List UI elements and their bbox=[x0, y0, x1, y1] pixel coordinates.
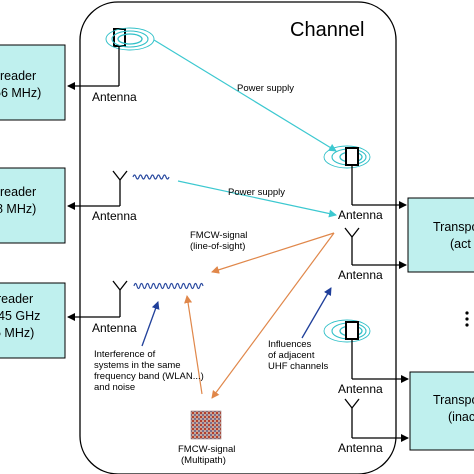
reader-3-line1: reader bbox=[0, 292, 33, 306]
reader-2-line2: 8 MHz) bbox=[0, 202, 36, 216]
antenna-7-label: Antenna bbox=[338, 441, 383, 455]
transponder-1-line1: Transpo bbox=[433, 220, 474, 234]
antenna-5-label: Antenna bbox=[338, 268, 383, 282]
power-supply-arrow-2 bbox=[177, 180, 337, 218]
power-supply-arrow-1 bbox=[153, 39, 337, 152]
adjacent-channel-arrow bbox=[301, 287, 332, 339]
reader-2-line1: reader bbox=[0, 185, 36, 199]
fmcw-multipath-label-2: (Multipath) bbox=[181, 455, 226, 466]
reader-box-2: reader 8 MHz) bbox=[0, 167, 66, 244]
reader-1-line1: reader bbox=[0, 69, 36, 83]
transponder-1-line2: (act bbox=[450, 237, 471, 251]
influences-label-3: UHF channels bbox=[268, 361, 328, 372]
transponder-2-line2: (inac bbox=[448, 410, 474, 424]
fmcw-los-label-2: (line-of-sight) bbox=[190, 241, 245, 252]
power-supply-label-1: Power supply bbox=[237, 83, 294, 94]
antenna-3-icon bbox=[112, 280, 128, 317]
antenna-2-icon bbox=[112, 170, 128, 206]
fmcw-multipath-label-1: FMCW-signal bbox=[178, 444, 235, 455]
transponder-2-line1: Transpo bbox=[433, 393, 474, 407]
channel-title: Channel bbox=[290, 19, 365, 41]
transponder-antenna-icon-2 bbox=[344, 227, 360, 265]
fmcw-los-label-1: FMCW-signal bbox=[190, 230, 247, 241]
influences-label-2: of adjacent bbox=[268, 350, 315, 361]
wave-2-icon bbox=[132, 174, 170, 180]
fmcw-floor-to-reader-arrow bbox=[184, 295, 203, 395]
reader-3-line3: 5 MHz) bbox=[0, 326, 34, 340]
interference-label-2: systems in the same bbox=[94, 360, 181, 371]
reader-box-1: reader 56 MHz) bbox=[0, 44, 66, 121]
transponder-antenna-icon-4 bbox=[344, 398, 360, 438]
wave-3-icon bbox=[133, 282, 204, 290]
interference-arrow bbox=[141, 301, 160, 347]
antenna-2-label: Antenna bbox=[92, 209, 137, 223]
interference-label-1: Interference of bbox=[94, 349, 156, 360]
antenna-1-label: Antenna bbox=[92, 90, 137, 104]
antenna-1-coil-icon bbox=[105, 27, 155, 86]
influences-label-1: Influences bbox=[268, 339, 312, 350]
interference-label-3: frequency band (WLAN...) bbox=[94, 371, 204, 382]
antenna-6-label: Antenna bbox=[338, 382, 383, 396]
fmcw-tag-to-floor-arrow bbox=[211, 232, 335, 399]
transponder-box-inactive: Transpo (inac bbox=[409, 371, 474, 451]
interference-label-4: and noise bbox=[94, 382, 135, 393]
multipath-texture-icon bbox=[190, 410, 222, 440]
reader-1-line2: 56 MHz) bbox=[0, 86, 41, 100]
transponder-coil-icon-3 bbox=[323, 319, 371, 379]
channel-container bbox=[79, 1, 397, 474]
transponder-box-active: Transpo (act bbox=[407, 197, 474, 273]
transponder-coil-icon-1 bbox=[323, 145, 371, 205]
more-dots-icon bbox=[465, 311, 469, 327]
reader-3-line2: 45 GHz bbox=[0, 309, 40, 323]
antenna-4-label: Antenna bbox=[338, 208, 383, 222]
fmcw-los-arrow bbox=[211, 232, 335, 274]
power-supply-label-2: Power supply bbox=[228, 187, 285, 198]
reader-box-3: reader 45 GHz 5 MHz) bbox=[0, 282, 66, 359]
antenna-3-label: Antenna bbox=[92, 321, 137, 335]
